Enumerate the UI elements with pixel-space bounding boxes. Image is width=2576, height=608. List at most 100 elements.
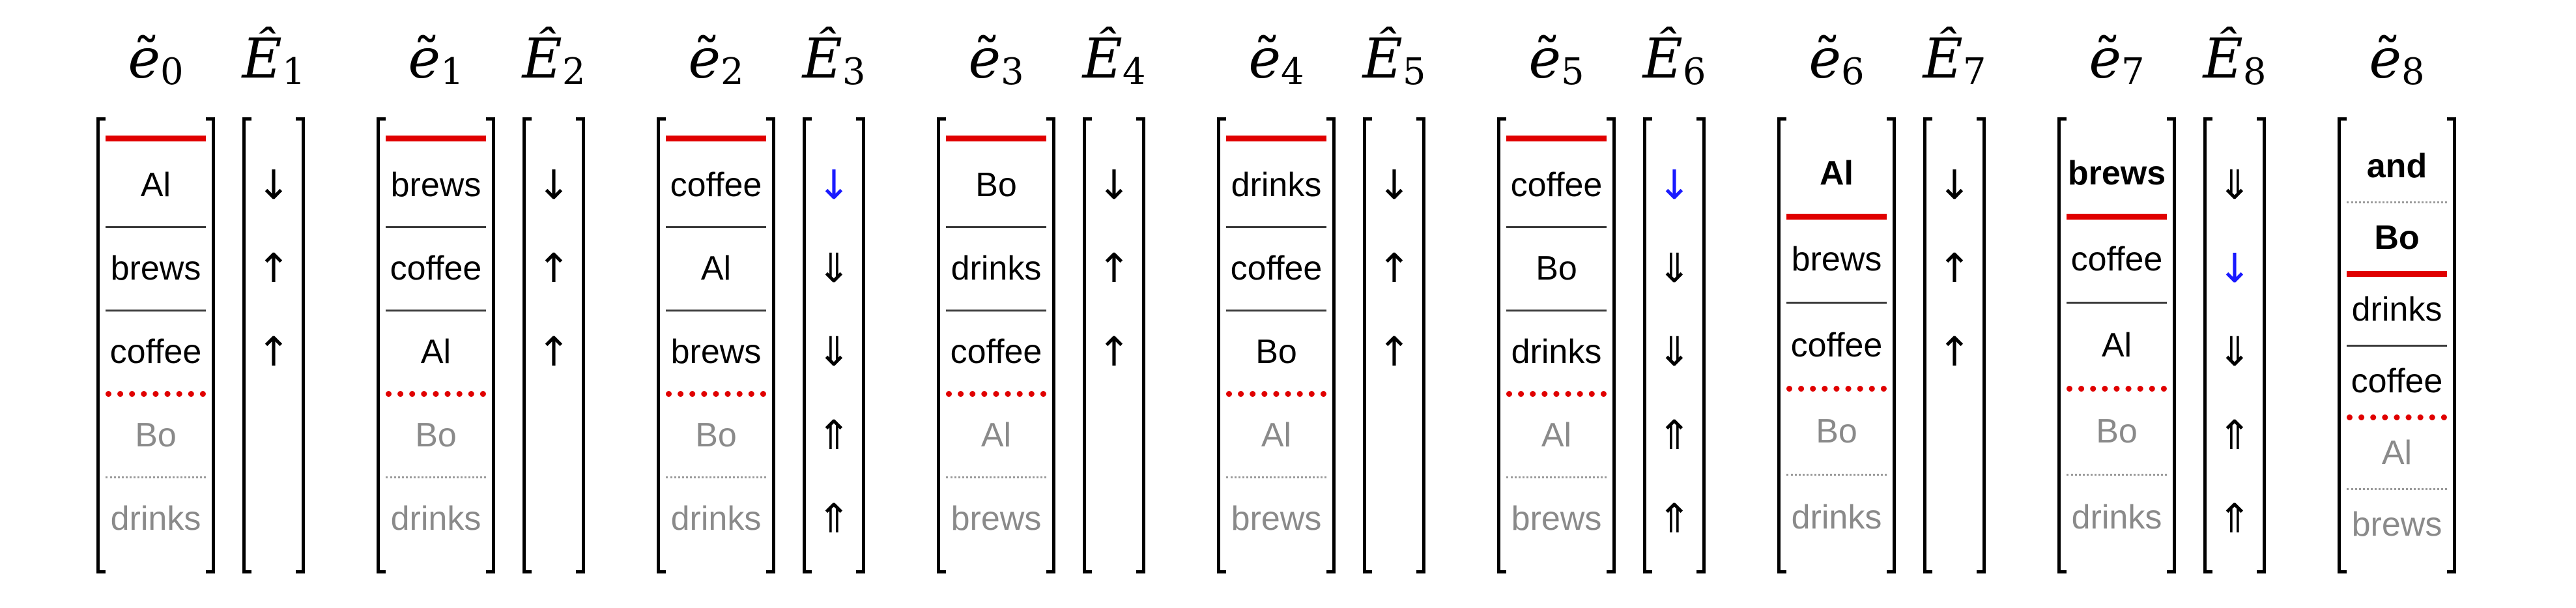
e-tilde-symbol: e — [408, 27, 441, 91]
stack-cell: coffee — [109, 333, 202, 371]
separator-gray-dot — [666, 476, 766, 478]
down-arrow-icon: ↓ — [2218, 244, 2252, 292]
stack-cell: brews — [670, 333, 762, 371]
E-hat-index: 4 — [1122, 51, 1146, 93]
stack-top-line — [106, 136, 206, 141]
stack-cell: Bo — [695, 416, 737, 454]
bracket-right — [486, 117, 495, 573]
stack-cell: Al — [140, 166, 171, 204]
separator-red-dot — [2347, 414, 2447, 420]
stack-cell: drinks — [1511, 333, 1602, 371]
separator-red-dot — [666, 391, 766, 397]
E-hat-index: 5 — [1402, 51, 1426, 93]
e-tilde-header-3: ẽ3 — [924, 16, 1068, 101]
double-down-arrow-icon: ⇓ — [817, 244, 851, 292]
stack-cell: drinks — [1231, 166, 1322, 204]
up-arrow-icon: ↑ — [1938, 328, 1971, 375]
stack-cell: coffee — [1790, 326, 1883, 364]
bracket-right — [576, 117, 585, 573]
separator-red-dot — [386, 391, 486, 397]
up-arrow-icon: ↑ — [1377, 328, 1411, 375]
separator-red-dot — [1226, 391, 1326, 397]
stack-cell: drinks — [110, 500, 201, 538]
stack-cell: Bo — [1816, 413, 1857, 450]
double-up-arrow-icon: ⇑ — [817, 411, 851, 459]
bracket-left — [2057, 117, 2067, 573]
E-hat-header-1: Ê1 — [216, 16, 331, 101]
bracket-left — [1643, 117, 1652, 573]
e-tilde-header-5: ẽ5 — [1484, 16, 1629, 101]
separator-gray — [666, 226, 766, 228]
stack-cell: and — [2366, 147, 2427, 185]
bracket-right — [296, 117, 305, 573]
stack-cell: drinks — [390, 500, 481, 538]
e-tilde-symbol: e — [688, 27, 721, 91]
arrow-column-1: ↓↑↑ — [242, 117, 305, 573]
bracket-left — [1777, 117, 1786, 573]
stack-cell: Al — [2381, 434, 2412, 472]
separator-red-solid — [1786, 214, 1887, 220]
E-hat-header-5: Ê5 — [1337, 16, 1452, 101]
stack-cell: drinks — [2071, 499, 2162, 536]
separator-gray — [386, 310, 486, 311]
bracket-left — [2203, 117, 2212, 573]
bracket-right — [2447, 117, 2456, 573]
stack-cell: Al — [2101, 326, 2132, 364]
E-hat-index: 7 — [1962, 51, 1986, 93]
E-hat-symbol: Ê — [522, 27, 562, 91]
E-hat-index: 6 — [1682, 51, 1706, 93]
stack-cell: brews — [110, 250, 201, 287]
stack-cell: Al — [1820, 154, 1853, 192]
up-arrow-icon: ↑ — [1097, 244, 1131, 292]
separator-red-dot — [946, 391, 1046, 397]
up-arrow-icon: ↑ — [257, 244, 291, 292]
e-tilde-index: 6 — [1841, 51, 1865, 93]
stack-top-line — [386, 136, 486, 141]
bracket-right — [1136, 117, 1145, 573]
separator-gray — [1226, 310, 1326, 311]
stack-cell: coffee — [390, 250, 482, 287]
E-hat-symbol: Ê — [802, 27, 842, 91]
e-tilde-header-7: ẽ7 — [2044, 16, 2189, 101]
e-tilde-index: 8 — [2401, 51, 2425, 93]
bracket-right — [1326, 117, 1336, 573]
e-tilde-index: 1 — [440, 51, 464, 93]
separator-gray — [2067, 302, 2167, 304]
double-down-arrow-icon: ⇓ — [1657, 244, 1691, 292]
separator-red-dot — [106, 391, 206, 397]
bracket-left — [803, 117, 812, 573]
up-arrow-icon: ↑ — [537, 328, 571, 375]
separator-gray — [946, 226, 1046, 228]
bracket-left — [522, 117, 532, 573]
separator-gray — [946, 310, 1046, 311]
bracket-right — [856, 117, 865, 573]
e-tilde-header-0: ẽ0 — [83, 16, 228, 101]
double-down-arrow-icon: ⇓ — [1657, 328, 1691, 375]
up-arrow-icon: ↑ — [1938, 244, 1971, 292]
bracket-left — [937, 117, 946, 573]
E-hat-header-4: Ê4 — [1057, 16, 1171, 101]
bracket-left — [1497, 117, 1506, 573]
double-up-arrow-icon: ⇑ — [1657, 411, 1691, 459]
e-tilde-header-1: ẽ1 — [364, 16, 508, 101]
bracket-right — [2167, 117, 2176, 573]
E-hat-header-8: Ê8 — [2177, 16, 2292, 101]
bracket-right — [206, 117, 215, 573]
separator-gray — [1506, 226, 1607, 228]
stack-cell: drinks — [670, 500, 762, 538]
bracket-left — [377, 117, 386, 573]
e-tilde-header-2: ẽ2 — [644, 16, 788, 101]
double-up-arrow-icon: ⇑ — [2218, 495, 2252, 542]
up-arrow-icon: ↑ — [1097, 328, 1131, 375]
